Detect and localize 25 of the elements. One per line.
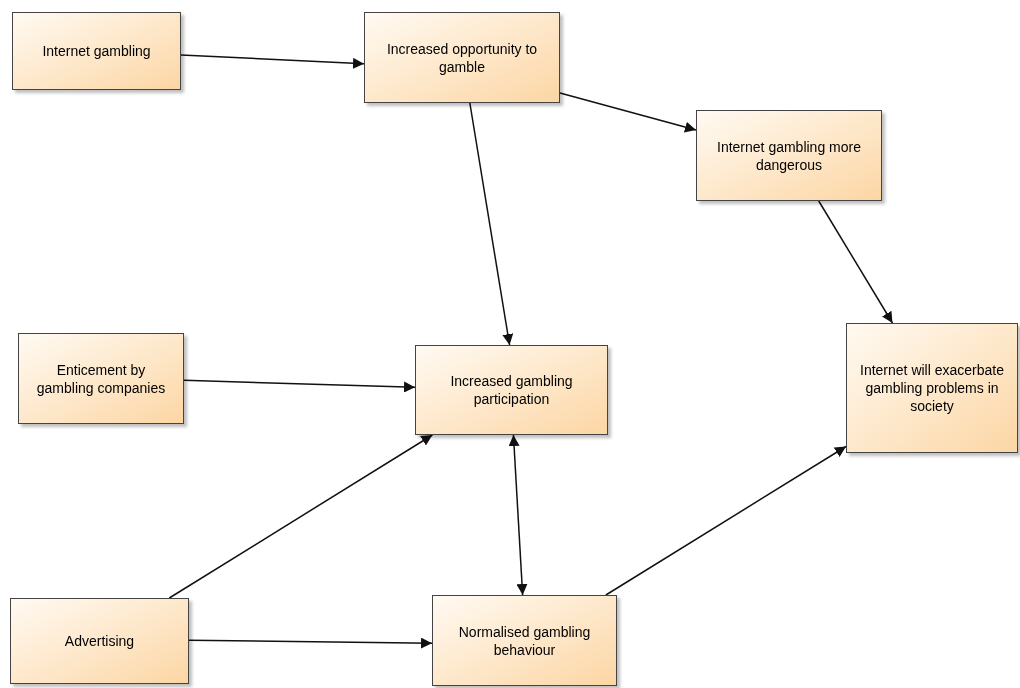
box-label: Normalised gambling behaviour [457,622,592,659]
box-label: Enticement by gambling companies [35,360,167,397]
arrow [508,434,528,596]
process-box [10,598,189,684]
arrow [180,54,365,69]
box-label: Internet gambling more dangerous [716,137,862,174]
process-box [846,323,1018,453]
arrow [188,637,433,649]
process-box [432,595,617,686]
process-box [12,12,181,90]
box-label: Advertising [64,632,135,650]
process-box [415,345,608,435]
process-box [364,12,560,103]
box-label: Increased gambling participation [449,372,574,408]
arrow [469,102,514,346]
arrow [559,92,697,133]
process-box [18,333,184,424]
box-label: Internet will exacerbate gambling problems in society [859,361,1005,415]
arrow [818,200,894,324]
arrow [605,445,847,596]
box-label: Increased opportunity to gamble [385,39,539,76]
box-label: Internet gambling [42,42,151,60]
arrow [183,379,416,393]
process-box [696,110,882,201]
arrow [168,434,434,599]
